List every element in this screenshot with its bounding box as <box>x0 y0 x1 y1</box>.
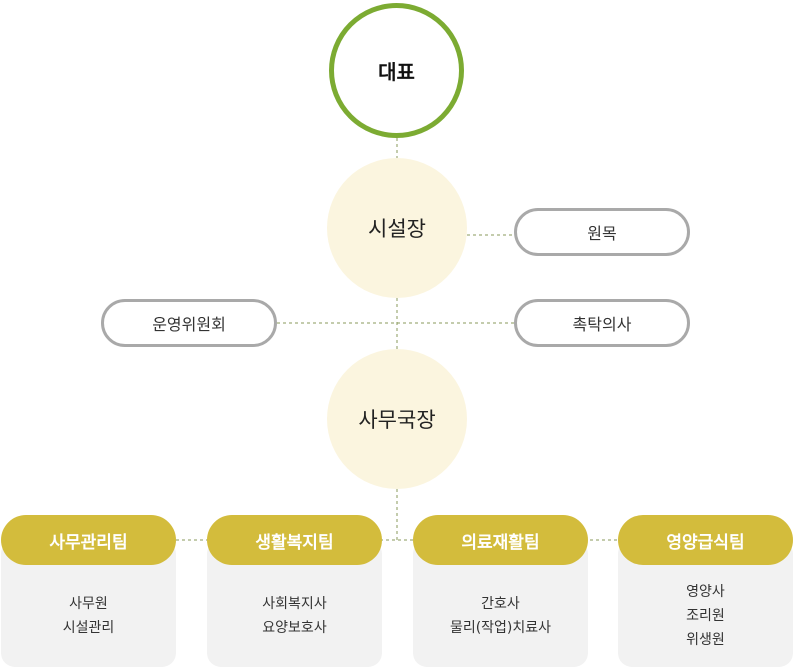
team-member: 요양보호사 <box>262 620 327 636</box>
committee-label: 운영위원회 <box>152 315 226 334</box>
team-nutrition: 영양급식팀 영양사 조리원 위생원 <box>618 515 793 667</box>
team-members: 사회복지사 요양보호사 <box>207 565 382 667</box>
team-members: 간호사 물리(작업)치료사 <box>413 565 588 667</box>
team-name: 영양급식팀 <box>666 532 745 553</box>
ceo-node: 대표 <box>329 3 464 138</box>
team-header: 의료재활팀 <box>413 515 588 565</box>
director-node: 시설장 <box>327 158 467 298</box>
team-name: 사무관리팀 <box>49 532 128 553</box>
team-header: 사무관리팀 <box>1 515 176 565</box>
director-label: 시설장 <box>368 217 426 241</box>
secretary-node: 사무국장 <box>327 349 467 489</box>
advisor-label: 원목 <box>587 224 617 243</box>
team-members: 사무원 시설관리 <box>1 565 176 667</box>
team-admin: 사무관리팀 사무원 시설관리 <box>1 515 176 667</box>
team-name: 의료재활팀 <box>461 532 540 553</box>
team-header: 생활복지팀 <box>207 515 382 565</box>
advisor-node: 원목 <box>514 208 690 256</box>
team-welfare: 생활복지팀 사회복지사 요양보호사 <box>207 515 382 667</box>
team-name: 생활복지팀 <box>255 532 334 553</box>
team-member: 사무원 <box>69 596 108 612</box>
team-member: 시설관리 <box>62 620 115 636</box>
committee-node: 운영위원회 <box>101 299 277 347</box>
team-member: 조리원 <box>686 608 725 624</box>
team-members: 영양사 조리원 위생원 <box>618 565 793 667</box>
team-medical: 의료재활팀 간호사 물리(작업)치료사 <box>413 515 588 667</box>
team-header: 영양급식팀 <box>618 515 793 565</box>
team-member: 간호사 <box>481 596 520 612</box>
doctor-label: 촉탁의사 <box>572 315 632 334</box>
doctor-node: 촉탁의사 <box>514 299 690 347</box>
secretary-label: 사무국장 <box>358 408 436 432</box>
team-member: 사회복지사 <box>262 596 327 612</box>
ceo-label: 대표 <box>378 60 415 84</box>
team-member: 물리(작업)치료사 <box>449 620 552 636</box>
team-member: 위생원 <box>686 632 725 648</box>
team-member: 영양사 <box>686 584 725 600</box>
